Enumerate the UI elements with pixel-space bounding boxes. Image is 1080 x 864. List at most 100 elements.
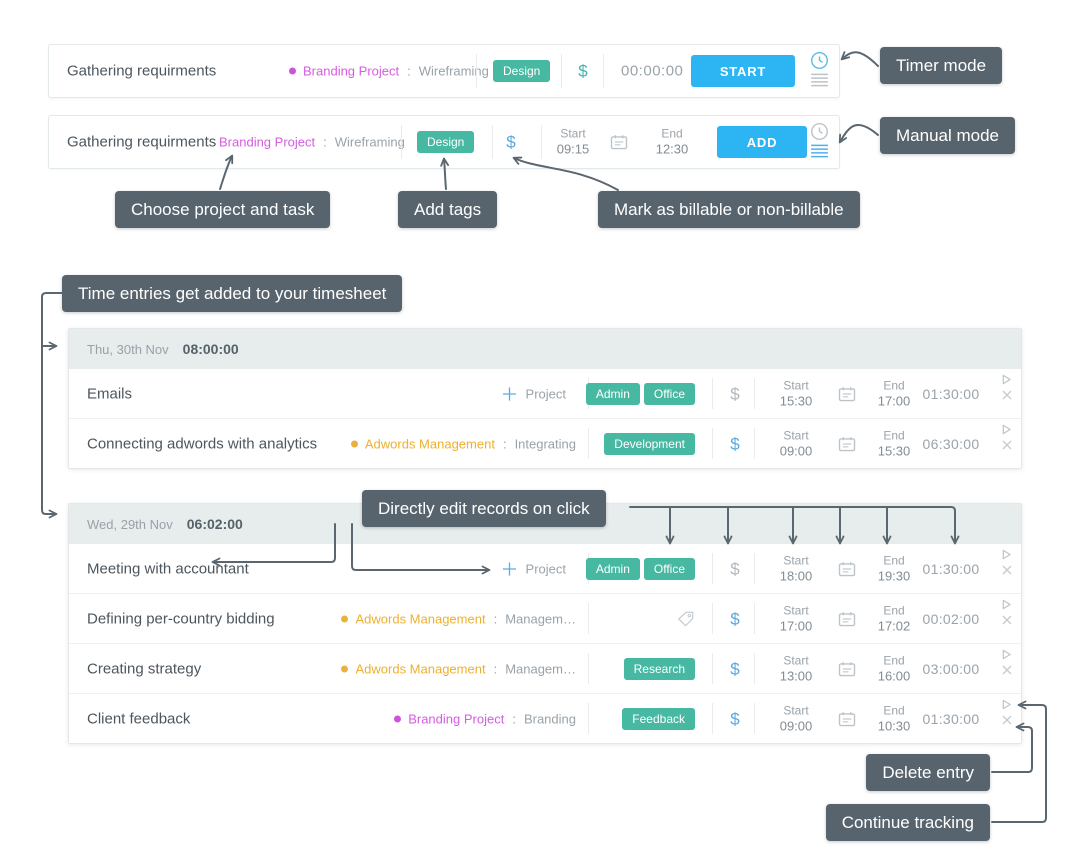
delete-x-icon[interactable]	[1002, 615, 1012, 625]
project-separator: :	[493, 611, 498, 626]
divider	[712, 428, 713, 459]
continue-play-icon[interactable]	[1001, 599, 1012, 610]
delete-x-icon[interactable]	[1002, 565, 1012, 575]
project-selector[interactable]: Adwords Management : Integrating	[350, 436, 576, 451]
billable-toggle[interactable]: $	[730, 559, 740, 578]
continue-play-icon[interactable]	[1001, 699, 1012, 710]
tag-chip[interactable]: Design	[493, 60, 551, 82]
end-time-field[interactable]: End 10:30	[878, 703, 911, 734]
entry-duration[interactable]: 01:30:00	[922, 710, 980, 727]
callout-add-tags: Add tags	[398, 191, 498, 228]
billable-toggle[interactable]: $	[506, 132, 516, 152]
billable-toggle[interactable]: $	[730, 659, 740, 678]
project-selector[interactable]: Adwords Management : Managem…	[341, 661, 576, 676]
start-button[interactable]: START	[691, 55, 795, 87]
tag-chip[interactable]: Design	[417, 131, 475, 153]
tag-chip[interactable]: Admin	[585, 382, 640, 405]
tag-chip[interactable]: Office	[643, 382, 695, 405]
calendar-icon[interactable]	[838, 561, 856, 576]
divider	[492, 125, 493, 159]
delete-x-icon[interactable]	[1002, 665, 1012, 675]
add-tag-button[interactable]	[677, 610, 695, 627]
billable-toggle[interactable]: $	[578, 61, 588, 81]
project-name: Adwords Management	[364, 436, 495, 451]
add-button[interactable]: ADD	[717, 126, 807, 158]
timer-mode-clock-icon[interactable]	[810, 51, 829, 70]
billable-toggle[interactable]: $	[730, 609, 740, 628]
calendar-icon[interactable]	[838, 436, 856, 451]
callout-timer-mode: Timer mode	[880, 47, 1003, 84]
project-task: Managem…	[505, 661, 576, 676]
entry-duration[interactable]: 03:00:00	[922, 660, 980, 677]
manual-mode-list-icon[interactable]	[810, 73, 829, 87]
continue-play-icon[interactable]	[1001, 424, 1012, 435]
entry-duration[interactable]: 01:30:00	[922, 385, 980, 402]
manual-entry-bar: Gathering requirments Branding Project :…	[48, 115, 840, 169]
entry-duration[interactable]: 00:02:00	[922, 610, 980, 627]
end-time-field[interactable]: End 16:00	[878, 653, 911, 684]
task-description-input[interactable]: Gathering requirments	[67, 133, 217, 151]
add-project-button[interactable]: Project	[502, 386, 566, 401]
task-description-input[interactable]: Gathering requirments	[67, 62, 217, 80]
start-value: 17:00	[779, 617, 813, 633]
project-selector[interactable]: Branding Project : Branding	[394, 711, 576, 726]
entry-tags: Development	[604, 432, 695, 455]
start-label: Start	[560, 126, 586, 141]
tag-chip[interactable]: Office	[643, 557, 695, 580]
end-time-field[interactable]: End 19:30	[878, 553, 911, 584]
delete-x-icon[interactable]	[1002, 715, 1012, 725]
entry-title[interactable]: Emails	[87, 385, 133, 402]
start-time-field[interactable]: Start 13:00	[780, 653, 813, 684]
tag-chip[interactable]: Admin	[585, 557, 640, 580]
start-time-field[interactable]: Start 15:30	[780, 378, 813, 409]
project-selector[interactable]: Branding Project : Wireframing	[219, 135, 405, 150]
entry-duration[interactable]: 06:30:00	[922, 435, 980, 452]
entry-duration[interactable]: 01:30:00	[922, 560, 980, 577]
project-selector[interactable]: Branding Project : Wireframing	[289, 64, 489, 79]
divider	[754, 703, 755, 734]
calendar-icon[interactable]	[610, 135, 628, 150]
entry-title[interactable]: Client feedback	[87, 710, 191, 727]
timer-display[interactable]: 00:00:00	[621, 62, 684, 80]
entry-title[interactable]: Meeting with accountant	[87, 560, 249, 577]
end-time-field[interactable]: End 17:02	[878, 603, 911, 634]
tag-chip[interactable]: Feedback	[622, 707, 695, 730]
project-selector[interactable]: Adwords Management : Managem…	[341, 611, 576, 626]
start-time-field[interactable]: Start 18:00	[780, 553, 813, 584]
continue-play-icon[interactable]	[1001, 549, 1012, 560]
start-value: 15:30	[779, 392, 813, 408]
entry-actions	[1001, 374, 1012, 400]
callout-edit-records: Directly edit records on click	[362, 490, 606, 527]
end-time-field[interactable]: End 15:30	[878, 428, 911, 459]
entry-tags: Admin Office	[585, 382, 695, 405]
entry-title[interactable]: Connecting adwords with analytics	[87, 435, 318, 452]
start-time-field[interactable]: Start 09:00	[780, 703, 813, 734]
delete-x-icon[interactable]	[1002, 390, 1012, 400]
timer-mode-clock-icon[interactable]	[810, 122, 829, 141]
continue-play-icon[interactable]	[1001, 374, 1012, 385]
end-time-field[interactable]: End 17:00	[878, 378, 911, 409]
calendar-icon[interactable]	[838, 711, 856, 726]
start-time-field[interactable]: Start 09:15	[557, 126, 590, 157]
manual-mode-list-icon[interactable]	[810, 144, 829, 158]
billable-toggle[interactable]: $	[730, 709, 740, 728]
start-time-field[interactable]: Start 17:00	[780, 603, 813, 634]
callout-timesheet: Time entries get added to your timesheet	[62, 275, 403, 312]
end-label: End	[883, 602, 905, 617]
calendar-icon[interactable]	[838, 386, 856, 401]
tag-chip[interactable]: Development	[604, 432, 695, 455]
delete-x-icon[interactable]	[1002, 440, 1012, 450]
start-time-field[interactable]: Start 09:00	[780, 428, 813, 459]
continue-play-icon[interactable]	[1001, 649, 1012, 660]
billable-toggle[interactable]: $	[730, 384, 740, 403]
calendar-icon[interactable]	[838, 661, 856, 676]
project-placeholder-label: Project	[525, 386, 566, 401]
entry-title[interactable]: Creating strategy	[87, 660, 202, 677]
billable-toggle[interactable]: $	[730, 434, 740, 453]
end-time-field[interactable]: End 12:30	[656, 126, 689, 157]
add-project-button[interactable]: Project	[502, 561, 566, 576]
calendar-icon[interactable]	[838, 611, 856, 626]
tag-chip[interactable]: Research	[623, 657, 695, 680]
divider	[561, 54, 562, 88]
entry-title[interactable]: Defining per-country bidding	[87, 610, 275, 627]
